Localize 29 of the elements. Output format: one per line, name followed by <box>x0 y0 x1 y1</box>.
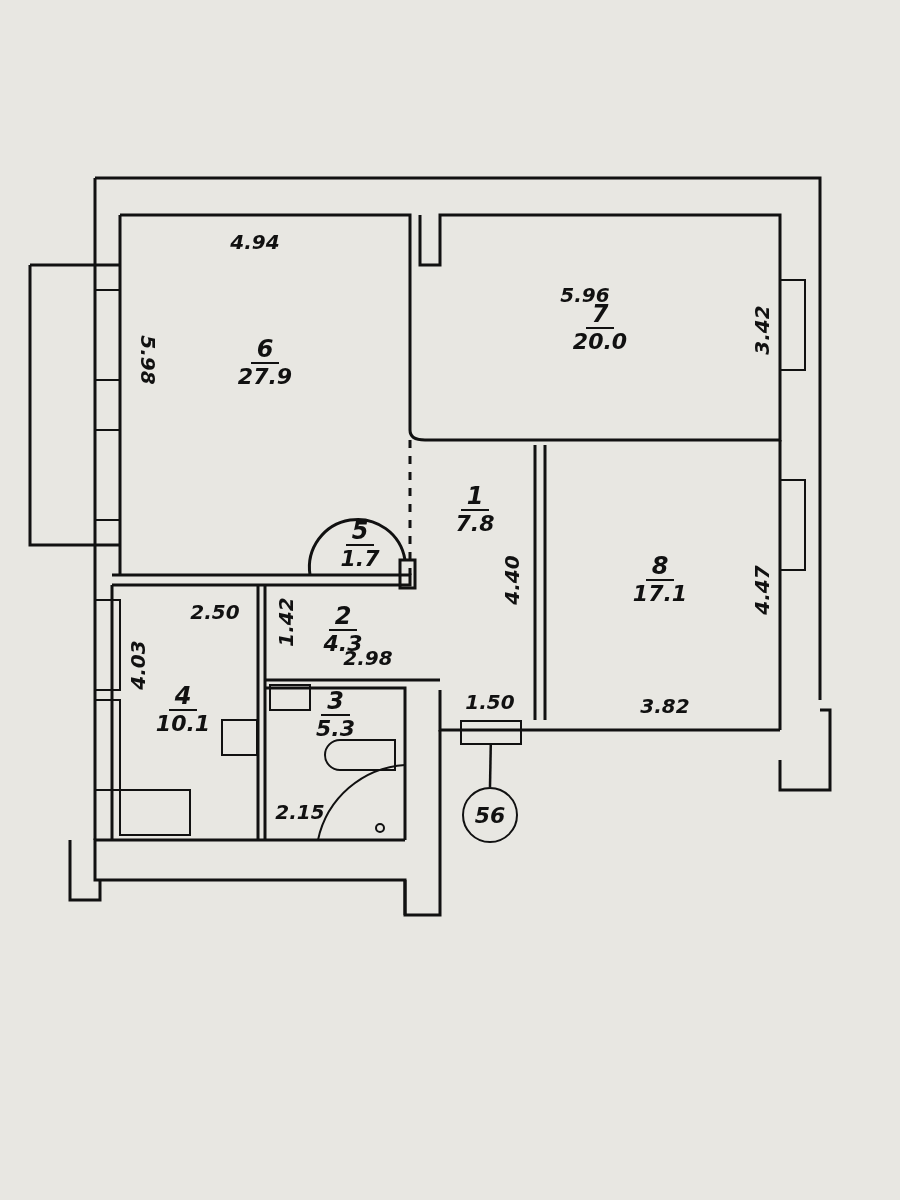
wall-marker <box>460 720 522 745</box>
room-number: 6 <box>250 335 280 364</box>
room-area-value: 27.9 <box>237 363 293 390</box>
room-number: 3 <box>321 688 350 716</box>
leader-line <box>488 744 492 788</box>
room-number: 1 <box>460 483 490 511</box>
room-number: 4 <box>168 683 198 711</box>
callout-circle <box>462 787 518 843</box>
room-area-value: 5.3 <box>316 716 355 742</box>
dimension-label: 2.50 <box>190 601 240 623</box>
dimension-label: 2.15 <box>275 801 325 823</box>
dimension-label: 3.82 <box>640 695 690 717</box>
dimension-label: 5.98 <box>137 335 159 385</box>
dimension-label: 1.50 <box>465 691 515 713</box>
dimension-label: 4.47 <box>751 565 773 615</box>
room-area-value: 17.1 <box>632 581 688 607</box>
room-number: 5 <box>345 518 375 546</box>
room-area-value: 20.0 <box>572 328 628 355</box>
room-area-value: 7.8 <box>455 511 495 537</box>
dimension-label: 4.94 <box>230 231 280 253</box>
room-area-value: 10.1 <box>155 711 211 737</box>
dimension-label: 3.42 <box>751 305 773 355</box>
room-number: 2 <box>328 603 358 631</box>
room-number: 8 <box>645 553 675 581</box>
callout-number: 56 <box>474 802 506 828</box>
room-area-value: 1.7 <box>340 546 380 572</box>
dimension-label: 1.42 <box>275 597 297 647</box>
dimension-label: 4.03 <box>127 640 149 690</box>
dimension-label: 4.40 <box>501 555 523 605</box>
